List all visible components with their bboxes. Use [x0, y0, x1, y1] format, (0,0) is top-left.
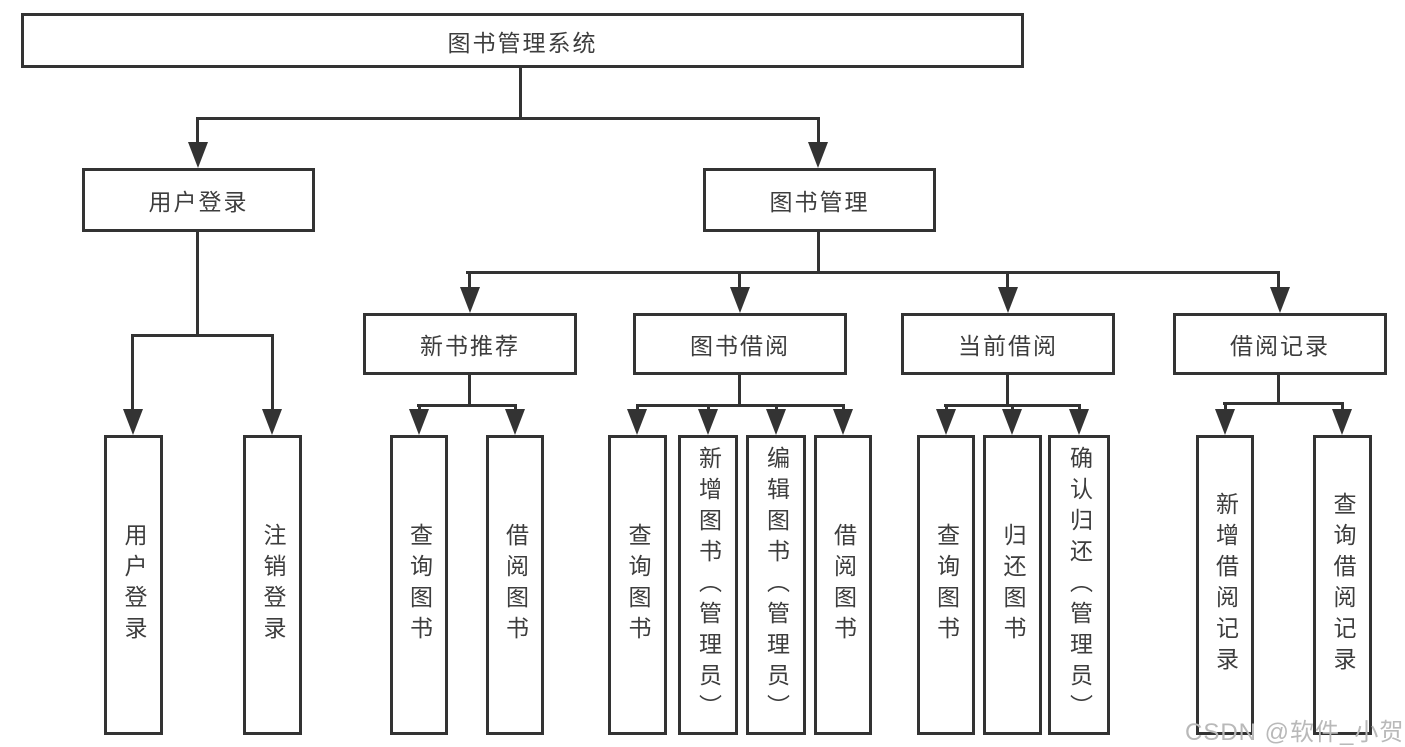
connector-line [1223, 402, 1344, 405]
connector-line [1006, 373, 1009, 406]
connector-line [271, 334, 274, 412]
node-book-management-label: 图书管理 [769, 189, 870, 215]
leaf-nbr-borrow-book-label: 借阅图书 [502, 523, 529, 647]
connector-line [196, 117, 199, 146]
node-user-login: 用户登录 [82, 168, 315, 232]
leaf-cb-query-book: 查询图书 [917, 435, 975, 735]
leaf-user-login-label: 用户登录 [121, 523, 147, 647]
arrow-down-icon [1002, 409, 1022, 435]
leaf-logout-label: 注销登录 [260, 523, 286, 647]
leaf-bb-edit-book-admin: 编辑图书（管理员） [746, 435, 806, 735]
connector-line [1341, 402, 1344, 413]
node-book-borrow-label: 图书借阅 [690, 333, 790, 359]
leaf-bb-query-book: 查询图书 [608, 435, 667, 735]
node-root: 图书管理系统 [21, 13, 1024, 68]
connector-line [817, 230, 820, 273]
node-current-borrow: 当前借阅 [901, 313, 1115, 375]
node-borrow-record-label: 借阅记录 [1230, 333, 1330, 359]
node-root-label: 图书管理系统 [447, 29, 598, 56]
connector-line [775, 404, 778, 413]
arrow-down-icon [505, 409, 525, 435]
node-current-borrow-label: 当前借阅 [958, 333, 1058, 359]
arrow-down-icon [808, 142, 828, 168]
connector-line [519, 66, 522, 119]
connector-line [817, 117, 820, 146]
leaf-cb-confirm-return-admin-label: 确认归还（管理员） [1066, 445, 1093, 725]
arrow-down-icon [1069, 409, 1089, 435]
connector-line [707, 404, 710, 413]
arrow-down-icon [188, 142, 208, 168]
leaf-br-add-record-label: 新增借阅记录 [1212, 492, 1239, 678]
connector-line [196, 230, 199, 336]
arrow-down-icon [936, 409, 956, 435]
leaf-nbr-query-book: 查询图书 [390, 435, 448, 735]
leaf-br-add-record: 新增借阅记录 [1196, 435, 1254, 735]
leaf-bb-edit-book-admin-label: 编辑图书（管理员） [763, 445, 790, 725]
connector-line [131, 334, 134, 412]
connector-line [196, 117, 820, 120]
leaf-bb-borrow-book-label: 借阅图书 [830, 523, 857, 647]
node-book-borrow: 图书借阅 [633, 313, 847, 375]
arrow-down-icon [998, 287, 1018, 313]
connector-line [1224, 402, 1227, 413]
node-new-book-recommend: 新书推荐 [363, 313, 577, 375]
connector-line [1011, 404, 1014, 413]
arrow-down-icon [833, 409, 853, 435]
watermark: CSDN @软件_小贺同学 [1185, 719, 1405, 746]
connector-line [514, 404, 517, 413]
connector-line [1078, 404, 1081, 413]
connector-line [466, 271, 1280, 274]
connector-line [468, 373, 471, 406]
connector-line [636, 404, 639, 413]
leaf-logout: 注销登录 [243, 435, 302, 735]
arrow-down-icon [1270, 287, 1290, 313]
arrow-down-icon [262, 409, 282, 435]
arrow-down-icon [123, 409, 143, 435]
arrow-down-icon [1215, 409, 1235, 435]
node-new-book-recommend-label: 新书推荐 [420, 333, 520, 359]
arrow-down-icon [730, 287, 750, 313]
connector-line [738, 373, 741, 406]
connector-line [945, 404, 948, 413]
connector-line [1006, 271, 1009, 291]
connector-line [1277, 271, 1280, 291]
connector-line [738, 271, 741, 291]
connector-line [131, 334, 274, 337]
leaf-user-login: 用户登录 [104, 435, 163, 735]
leaf-cb-return-book: 归还图书 [983, 435, 1042, 735]
leaf-bb-query-book-label: 查询图书 [625, 523, 651, 647]
arrow-down-icon [1332, 409, 1352, 435]
connector-line [418, 404, 421, 413]
leaf-cb-return-book-label: 归还图书 [1000, 523, 1026, 647]
leaf-br-query-record: 查询借阅记录 [1313, 435, 1372, 735]
arrow-down-icon [698, 409, 718, 435]
connector-line [1277, 373, 1280, 404]
connector-line [842, 404, 845, 413]
leaf-bb-add-book-admin: 新增图书（管理员） [678, 435, 738, 735]
leaf-bb-borrow-book: 借阅图书 [814, 435, 872, 735]
arrow-down-icon [409, 409, 429, 435]
connector-line [636, 404, 845, 407]
arrow-down-icon [766, 409, 786, 435]
leaf-bb-add-book-admin-label: 新增图书（管理员） [695, 445, 722, 725]
leaf-br-query-record-label: 查询借阅记录 [1330, 492, 1356, 678]
leaf-nbr-borrow-book: 借阅图书 [486, 435, 544, 735]
arrow-down-icon [627, 409, 647, 435]
leaf-cb-query-book-label: 查询图书 [933, 523, 960, 647]
node-book-management: 图书管理 [703, 168, 936, 232]
leaf-nbr-query-book-label: 查询图书 [406, 523, 433, 647]
arrow-down-icon [460, 287, 480, 313]
node-borrow-record: 借阅记录 [1173, 313, 1387, 375]
leaf-cb-confirm-return-admin: 确认归还（管理员） [1048, 435, 1110, 735]
connector-line [468, 271, 471, 291]
node-user-login-label: 用户登录 [148, 189, 249, 215]
connector-line [417, 404, 517, 407]
